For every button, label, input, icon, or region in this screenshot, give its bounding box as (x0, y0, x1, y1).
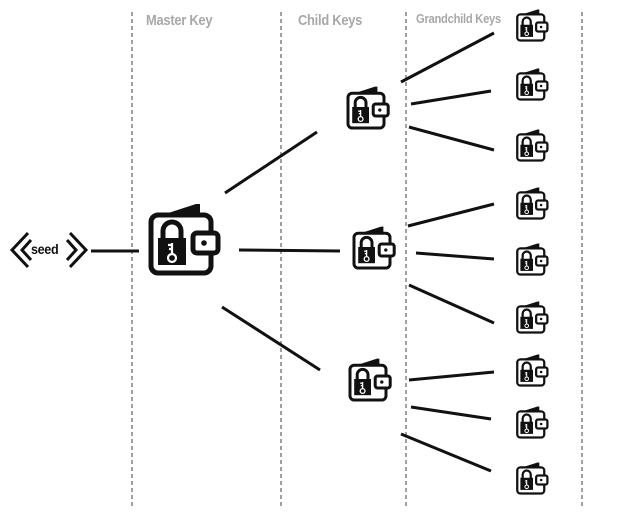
connectors (91, 31, 495, 473)
connector-master-child-1 (224, 130, 318, 195)
grandchild-key-wallet-icon (516, 67, 549, 101)
grandchild-key-wallet-icon (516, 128, 549, 162)
master-key-wallet-icon (151, 204, 218, 273)
grandchild-key-wallet-icon (516, 8, 549, 42)
connector-child-1-gc-3 (408, 125, 495, 152)
connector-child-2-gc-6 (408, 283, 495, 325)
connector-child-2-gc-4 (407, 202, 495, 228)
double-chevron-right-icon (65, 231, 89, 269)
column-header-child-keys: Child Keys (298, 12, 363, 29)
column-header-grandchild-keys: Grandchild Keys (416, 11, 501, 26)
column-header-master-key: Master Key (146, 12, 213, 29)
double-chevron-left-icon (9, 231, 33, 269)
child-key-wallet-icon (346, 85, 390, 130)
connector-child-3-gc-8 (410, 405, 492, 421)
grandchild-key-wallet-icon (516, 242, 549, 276)
connector-child-1-gc-2 (410, 89, 492, 106)
grandchild-key-wallet-icon (516, 186, 549, 220)
connector-child-3-gc-7 (408, 370, 495, 382)
child-key-wallet-icon (348, 357, 392, 402)
connector-child-3-gc-9 (400, 432, 492, 473)
grandchild-key-wallet-icon (516, 353, 549, 387)
connector-child-2-gc-5 (415, 251, 495, 261)
connector-child-1-gc-1 (400, 31, 495, 84)
seed-label: seed (31, 241, 59, 257)
grandchild-key-wallet-icon (516, 300, 549, 334)
connector-master-child-2 (238, 248, 341, 253)
grandchild-key-wallet-icon (516, 405, 549, 439)
column-dividers (131, 12, 583, 508)
grandchild-key-wallet-icon (516, 461, 549, 495)
connector-master-child-3 (221, 305, 321, 372)
child-key-wallet-icon (352, 225, 396, 270)
seed-node (9, 231, 89, 269)
